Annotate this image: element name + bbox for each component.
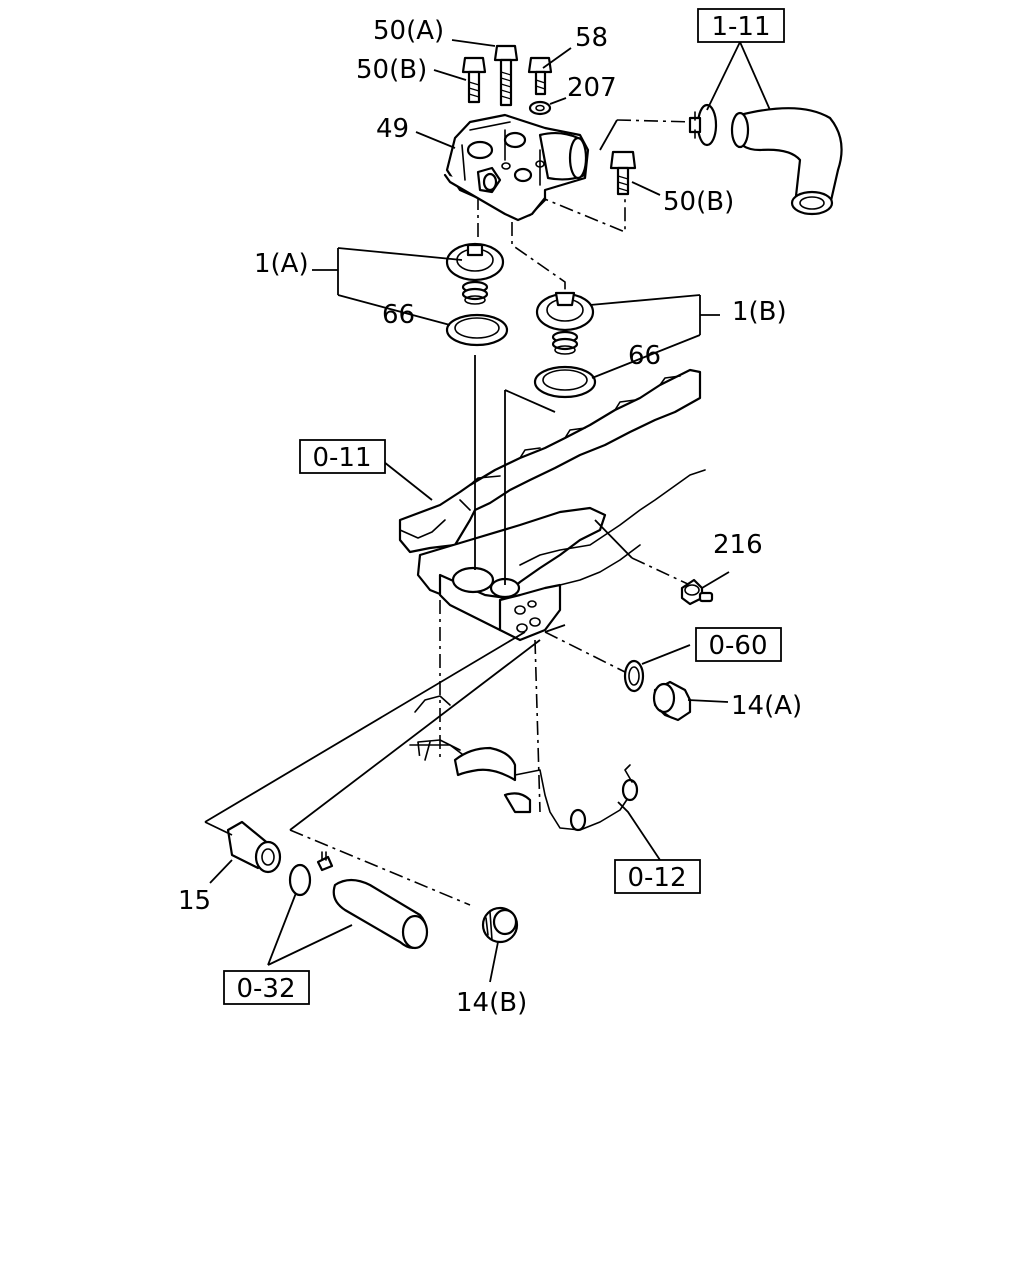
- thermostat-1a: [445, 242, 505, 305]
- thermostat-housing: [443, 113, 590, 222]
- ref-0-11-text: 0-11: [312, 443, 371, 473]
- ref-0-12-text: 0-12: [627, 863, 686, 893]
- bolt-50b-top: [461, 56, 487, 104]
- thermostat-1b: [535, 291, 595, 355]
- label-14a: 14(A): [731, 691, 802, 721]
- centerlines: [289, 119, 696, 906]
- label-50a: 50(A): [373, 16, 444, 46]
- label-207: 207: [567, 73, 617, 103]
- label-1a: 1(A): [254, 249, 309, 279]
- ref-0-32-text: 0-32: [236, 974, 295, 1004]
- ref-1-11[interactable]: 1-11: [697, 8, 785, 43]
- label-15: 15: [178, 886, 211, 916]
- ref-0-60[interactable]: 0-60: [695, 627, 782, 662]
- ref-1-11-text: 1-11: [711, 12, 770, 42]
- label-49: 49: [376, 114, 409, 144]
- upper-water-hose: [730, 107, 843, 216]
- pipe-15: [226, 820, 282, 874]
- gasket-0-60: [623, 659, 645, 693]
- bolt-50a: [493, 44, 519, 107]
- label-1b: 1(B): [732, 297, 787, 327]
- label-58: 58: [575, 23, 608, 53]
- clamp-0-32: [288, 851, 334, 897]
- hose-clamp-top: [688, 103, 718, 147]
- part-labels: 50(A) 58 50(B) 207 49 50(B) 1(A) 66 1(B)…: [178, 16, 802, 1018]
- leader-lines: [204, 39, 771, 983]
- label-66-left: 66: [382, 300, 415, 330]
- ref-0-12[interactable]: 0-12: [614, 859, 701, 894]
- gasket-66-right: [533, 365, 597, 399]
- bolt-58: [527, 56, 553, 96]
- gasket-66-left: [445, 313, 509, 347]
- washer-207: [528, 100, 552, 116]
- label-50b-top: 50(B): [356, 55, 427, 85]
- label-14b: 14(B): [456, 988, 527, 1018]
- ref-0-11[interactable]: 0-11: [299, 439, 386, 474]
- lower-hose-0-32: [332, 878, 429, 950]
- plug-14a: [652, 680, 692, 722]
- label-66-right: 66: [628, 341, 661, 371]
- ref-0-32[interactable]: 0-32: [223, 970, 310, 1005]
- cylinder-block: [398, 368, 706, 832]
- label-216: 216: [713, 530, 763, 560]
- bolt-50b-right: [609, 150, 637, 196]
- plug-14b: [481, 906, 519, 944]
- ref-0-60-text: 0-60: [708, 631, 767, 661]
- connector-216: [680, 578, 714, 606]
- label-50b-right: 50(B): [663, 187, 734, 217]
